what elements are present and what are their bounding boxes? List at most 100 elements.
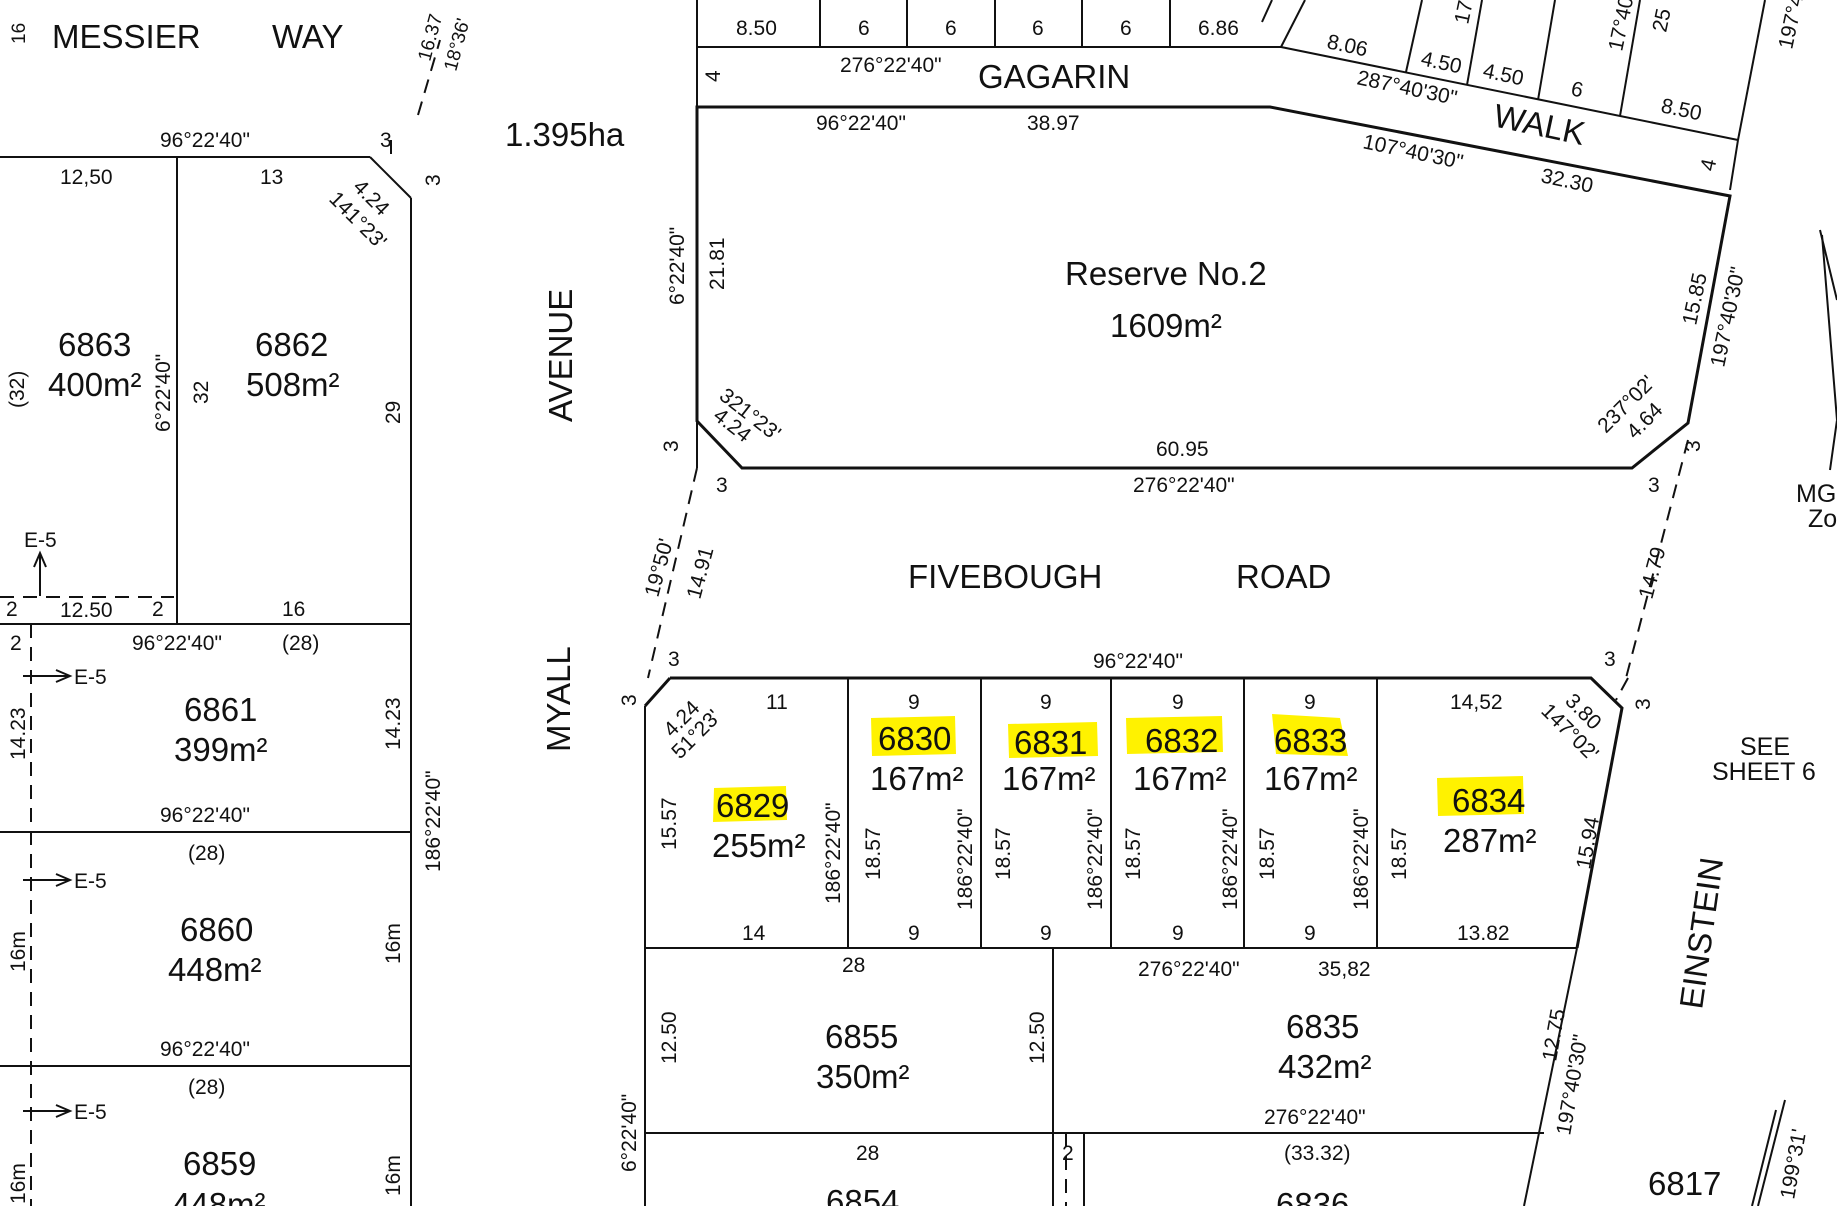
lot-area-6832: 167m²	[1133, 760, 1227, 797]
dim-label: 186°22'40"	[954, 808, 977, 910]
dim-label: 21.81	[706, 237, 729, 290]
dim-label: 186°22'40"	[1350, 808, 1373, 910]
highlight-6829	[713, 786, 787, 822]
dim-label: 4.50	[1481, 59, 1526, 90]
dim-label: 16.37	[415, 12, 448, 63]
dim-label: 18.57	[862, 827, 885, 880]
reserve-area: 1609m²	[1110, 307, 1222, 344]
dim-label: 18°36'	[441, 16, 475, 73]
dim-label: 186°22'40"	[1084, 808, 1107, 910]
dim-label: 6.86	[1198, 17, 1239, 40]
road-name-avenue: AVENUE	[542, 289, 579, 422]
dim-label: 6	[1120, 17, 1132, 40]
dim-label: (28)	[188, 842, 225, 865]
dim-label: 9	[1172, 691, 1184, 714]
dim-label: 35,82	[1318, 958, 1371, 981]
lot-area-6860: 448m²	[168, 951, 262, 988]
dim-label: 12.50	[658, 1011, 681, 1064]
left-block-linework	[0, 39, 441, 1206]
highlight-6834	[1437, 776, 1524, 816]
dim-label: 9	[1304, 691, 1316, 714]
dim-label: 14.23	[382, 697, 405, 750]
dim-label: 16	[282, 598, 305, 621]
dim-label: 3	[668, 648, 680, 671]
dim-label: 18.57	[1388, 827, 1411, 880]
dim-label: 15.57	[658, 797, 681, 850]
dim-label: 2	[1062, 1142, 1074, 1165]
dim-label: 9	[908, 922, 920, 945]
dim-label: 3	[618, 694, 641, 706]
mga-zone-line1: MG	[1796, 480, 1836, 508]
road-name-messier: MESSIER	[52, 18, 201, 55]
dim-label: 18.57	[1122, 827, 1145, 880]
dim-label: 3	[1604, 648, 1616, 671]
dim-label: 6	[1569, 77, 1585, 102]
lot-area-6863: 400m²	[48, 366, 142, 403]
highlight-marks	[713, 714, 1524, 822]
road-name-road: ROAD	[1236, 558, 1331, 595]
dim-label: 9	[1172, 922, 1184, 945]
dim-label: 12.50	[1026, 1011, 1049, 1064]
easement-label: E-5	[74, 870, 107, 893]
lot-number-6836: 6836	[1276, 1186, 1349, 1206]
road-name-walk: WALK	[1491, 97, 1589, 152]
dim-label: (33.32)	[1284, 1142, 1351, 1165]
lot-number-6834: 6834	[1452, 782, 1525, 819]
dim-label: 96°22'40"	[160, 1038, 250, 1061]
dim-label: (32)	[6, 371, 29, 408]
dim-label: 3	[1648, 474, 1660, 497]
easement-label: E-5	[74, 1101, 107, 1124]
lot-number-6831: 6831	[1014, 724, 1087, 761]
dim-label: 16m	[382, 923, 405, 964]
lot-number-6855: 6855	[825, 1018, 898, 1055]
dim-label: 96°22'40"	[132, 632, 222, 655]
lot-area-6834: 287m²	[1443, 822, 1537, 859]
dim-label: 96°22'40"	[816, 112, 906, 135]
dim-label: 14,52	[1450, 691, 1503, 714]
lot-number-6829: 6829	[716, 787, 789, 824]
dim-label: 16	[9, 23, 30, 44]
dim-label: 6	[945, 17, 957, 40]
easement-label: E-5	[24, 529, 57, 552]
lot-area-6859: 448m²	[172, 1186, 266, 1206]
dim-label: 276°22'40"	[840, 54, 942, 77]
lot-number-6859: 6859	[183, 1145, 256, 1182]
dim-label: 28	[856, 1142, 879, 1165]
dim-label: 14.23	[7, 707, 30, 760]
road-name-gagarin: GAGARIN	[978, 58, 1130, 95]
highlight-6833	[1272, 714, 1348, 756]
lot-number-6833: 6833	[1274, 722, 1347, 759]
highlight-6830	[871, 716, 956, 756]
lot-area-6833: 167m²	[1264, 760, 1358, 797]
lot-number-6817: 6817	[1648, 1165, 1721, 1202]
dim-label: 276°22'40"	[1264, 1106, 1366, 1129]
dim-label: 15.94	[1572, 815, 1604, 871]
dim-label: 29	[382, 401, 405, 424]
dim-label: (28)	[282, 632, 319, 655]
dim-label: 8.50	[1659, 94, 1704, 125]
dim-label: 16m	[7, 1163, 30, 1204]
lot-area-6830: 167m²	[870, 760, 964, 797]
dim-label: 13	[260, 166, 283, 189]
dim-label: 6°22'40"	[618, 1094, 641, 1172]
dim-label: 4	[1696, 157, 1721, 174]
dim-label: 9	[1040, 922, 1052, 945]
dim-label: 9	[1040, 691, 1052, 714]
road-name-myall: MYALL	[540, 646, 577, 752]
dim-label: 11	[766, 691, 788, 714]
road-name-fivebough: FIVEBOUGH	[908, 558, 1102, 595]
plan-area-label: 1.395ha	[505, 116, 625, 153]
dim-label: 2	[6, 598, 18, 621]
dim-label: 14.91	[683, 545, 719, 602]
dim-label: 3	[422, 174, 445, 186]
dim-label: 186°22'40"	[1219, 808, 1242, 910]
dim-label: 6	[1032, 17, 1044, 40]
dim-label: 12,50	[60, 166, 113, 189]
lot-number-6830: 6830	[878, 720, 951, 757]
fivebough-road-linework	[647, 421, 1689, 701]
dim-label: 60.95	[1156, 438, 1209, 461]
dim-label: 14.79	[1635, 545, 1671, 602]
dim-label: 18.57	[1256, 827, 1279, 880]
lot-number-6861: 6861	[184, 691, 257, 728]
